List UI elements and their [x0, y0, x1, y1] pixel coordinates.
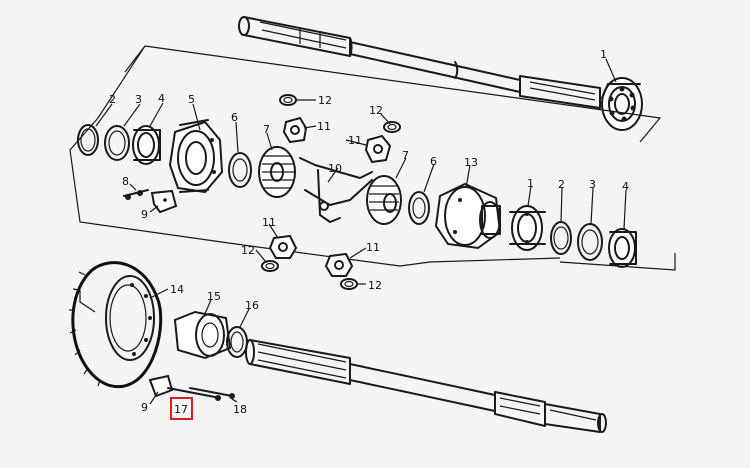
upper-bearing: [601, 77, 643, 131]
lower-panel-outline: [79, 253, 676, 313]
callout-11-upper-right: 11: [348, 134, 362, 147]
washer-12-top: [279, 94, 297, 106]
bearing-4-left: [132, 125, 161, 165]
washer-12-upper-right: [383, 121, 401, 133]
upper-shaft: [238, 16, 601, 109]
callout-7-right: 7: [402, 149, 409, 162]
washer-12-lower-right: [340, 278, 358, 290]
callout-17: 17: [174, 403, 188, 416]
callout-3-left: 3: [135, 93, 142, 106]
callout-14: 14: [170, 283, 184, 296]
differential-housing-13: [434, 182, 502, 250]
callout-8: 8: [122, 175, 129, 188]
pinion-gear-11-lower-right: [324, 252, 354, 277]
callout-2-left: 2: [109, 93, 116, 106]
middle-panel-outline: [69, 45, 662, 267]
bolt-17: [167, 387, 221, 401]
callout-5: 5: [188, 93, 195, 106]
callout-1-upper-bearing: 1: [600, 48, 607, 61]
callout-18: 18: [233, 403, 247, 416]
bearing-1-right: [509, 205, 546, 251]
leader-lines: [95, 58, 627, 405]
callout-6-left: 6: [231, 111, 238, 124]
callout-9-lower: 9: [141, 401, 148, 414]
sleeve-15: [173, 310, 232, 360]
callout-7-left: 7: [263, 123, 270, 136]
callout-17-highlight-box: [170, 397, 193, 420]
pinion-gear-11-lower-left: [268, 234, 298, 259]
callout-4-left: 4: [158, 92, 165, 105]
callout-12-top: 12: [318, 94, 332, 107]
callout-6-right: 6: [430, 155, 437, 168]
ring-gear-14: [69, 261, 163, 389]
callout-16: 16: [245, 299, 259, 312]
callout-11-top: 11: [317, 120, 331, 133]
callout-4-right: 4: [622, 180, 629, 193]
bolt-18: [189, 387, 235, 399]
callout-12-lower-right: 12: [368, 279, 382, 292]
thrust-washer-6-left: [228, 152, 252, 188]
callout-12-lower-left: 12: [241, 244, 255, 257]
callout-2-right: 2: [558, 178, 565, 191]
callout-11-lower-right: 11: [366, 241, 380, 254]
cross-shaft-10: [299, 157, 373, 223]
pinion-gear-11-upper-right: [364, 134, 392, 164]
lower-shaft: [245, 339, 607, 433]
lock-plate-9-upper: [150, 189, 178, 214]
snap-ring-2: [77, 124, 99, 156]
callout-3-right: 3: [589, 178, 596, 191]
snap-ring-2-right: [550, 221, 572, 255]
callout-9-upper: 9: [141, 208, 148, 221]
side-gear-7-left: [258, 146, 296, 198]
callout-11-lower-left: 11: [262, 216, 276, 229]
side-gear-7-right: [366, 175, 402, 225]
callout-1-right: 1: [527, 177, 534, 190]
callout-13: 13: [464, 156, 478, 169]
washer-3: [104, 125, 130, 161]
callout-12-upper-right: 12: [369, 104, 383, 117]
washer-12-lower-left: [261, 260, 279, 272]
thrust-washer-6-right: [408, 191, 430, 225]
callout-10: 10: [328, 162, 342, 175]
lock-plate-9-lower: [148, 374, 174, 398]
washer-3-right: [577, 223, 603, 261]
callout-labels: 1 2 3 4 5 6 7 8 9 10 11 11 11 11 12 12 1…: [109, 48, 629, 416]
bolt-8: [123, 189, 149, 200]
callout-15: 15: [207, 290, 221, 303]
bearing-4-right: [608, 228, 637, 268]
differential-housing-5: [168, 119, 224, 194]
pinion-gear-11-top: [282, 116, 308, 144]
